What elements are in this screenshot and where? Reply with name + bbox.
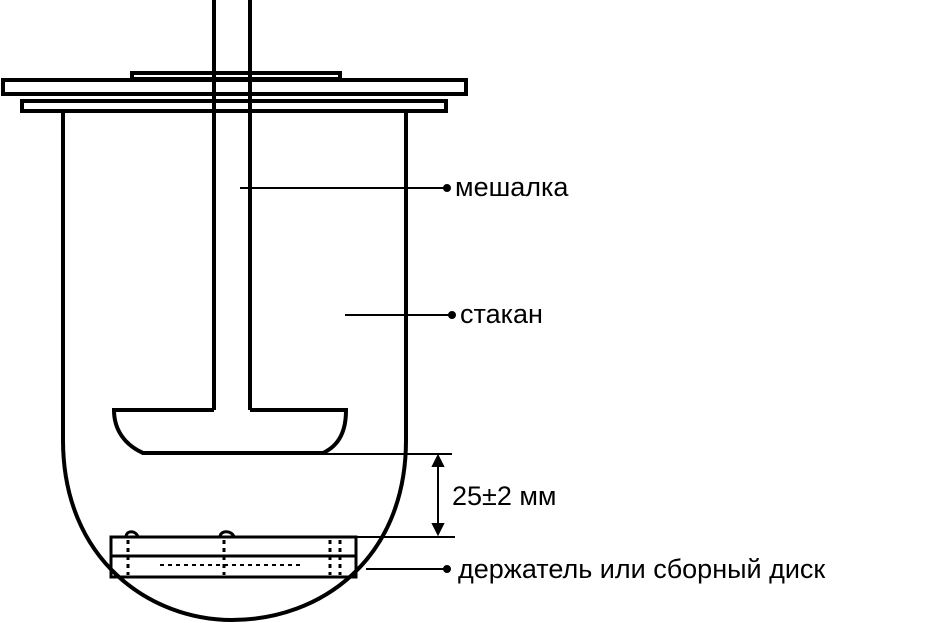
stirrer-shaft — [212, 0, 252, 410]
holder-disk — [109, 530, 358, 579]
lid — [1, 71, 468, 113]
leader-lines — [240, 184, 456, 573]
vessel — [61, 111, 408, 623]
label-holder: держатель или сборный диск — [458, 554, 826, 584]
label-distance: 25±2 мм — [452, 481, 557, 511]
stirrer-paddle — [111, 408, 349, 455]
label-stirrer: мешалка — [455, 172, 569, 202]
dimension-lines — [320, 453, 455, 538]
label-vessel: стакан — [460, 299, 543, 329]
